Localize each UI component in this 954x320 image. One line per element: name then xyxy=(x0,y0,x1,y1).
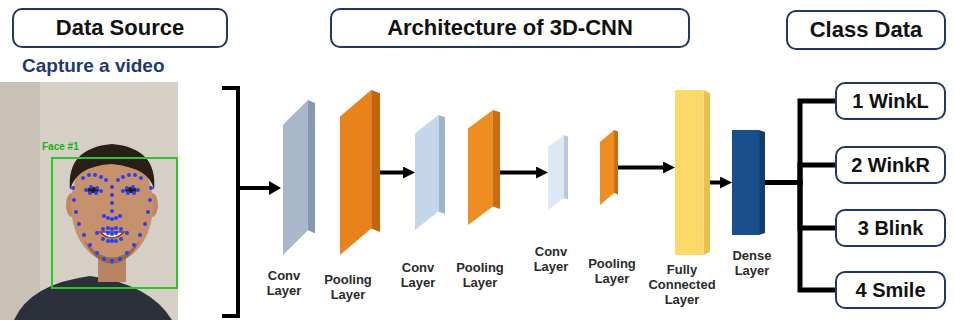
layer-face xyxy=(283,100,308,255)
conv-layer-block: Conv Layer xyxy=(283,100,315,255)
pooling-layer-block: Pooling Layer xyxy=(340,90,380,255)
conv-layer-block: Conv Layer xyxy=(415,115,445,230)
detection-tag: Face #1 xyxy=(42,141,79,152)
layer-side xyxy=(308,100,315,233)
dense-layer-block: Dense Layer xyxy=(732,130,765,235)
section-header-box: Data Source xyxy=(12,8,228,48)
layer-face xyxy=(732,130,759,235)
layer-label: Conv Layer xyxy=(255,268,313,298)
input-bracket xyxy=(222,88,238,316)
layer-face xyxy=(600,130,614,205)
face-detection-box xyxy=(52,158,177,288)
input-arrow-head xyxy=(269,181,281,195)
conv-layer-block: Conv Layer xyxy=(548,135,568,210)
layer-side xyxy=(759,130,765,235)
layer-label: Conv Layer xyxy=(523,244,579,274)
beard xyxy=(84,240,140,264)
layer-face xyxy=(468,110,493,225)
layer-shape xyxy=(340,90,380,255)
flow-arrow xyxy=(500,171,540,175)
flow-arrow xyxy=(380,171,407,175)
class-box: 1 WinkL xyxy=(835,82,946,120)
layer-face xyxy=(340,90,371,255)
flow-arrow xyxy=(618,166,667,170)
class-box: 2 WinkR xyxy=(835,146,946,184)
face-photo xyxy=(0,82,178,320)
section-header-box: Class Data xyxy=(786,10,946,50)
layer-face xyxy=(415,115,438,230)
layer-face xyxy=(548,135,564,210)
photo-ground xyxy=(0,82,178,320)
layer-label: Conv Layer xyxy=(389,260,447,290)
class-bracket-line xyxy=(765,183,835,291)
layer-side xyxy=(493,110,500,209)
pooling-layer-block: Pooling Layer xyxy=(468,110,500,225)
layer-shape xyxy=(675,90,710,255)
hair xyxy=(70,144,155,190)
layer-label: Fully Connected Layer xyxy=(646,262,718,307)
class-label: 4 Smile xyxy=(855,279,925,302)
photo-wall xyxy=(0,82,40,320)
layer-shape xyxy=(732,130,765,235)
class-bracket-line xyxy=(765,101,835,183)
layer-side xyxy=(564,135,568,200)
layer-side xyxy=(438,115,445,214)
layer-face xyxy=(675,90,704,255)
section-header-box: Architecture of 3D-CNN xyxy=(330,8,690,48)
layer-shape xyxy=(600,130,618,205)
landmark-dots xyxy=(71,173,153,263)
layer-label: Pooling Layer xyxy=(450,260,510,290)
class-bracket-line xyxy=(765,165,835,183)
header-label: Data Source xyxy=(56,15,184,41)
class-box: 3 Blink xyxy=(835,209,946,247)
layer-shape xyxy=(468,110,500,225)
layer-label: Pooling Layer xyxy=(318,272,378,302)
class-box: 4 Smile xyxy=(835,271,946,309)
layer-side xyxy=(704,90,710,255)
class-label: 3 Blink xyxy=(858,217,924,240)
header-label: Class Data xyxy=(810,17,923,43)
class-label: 1 WinkL xyxy=(852,90,929,113)
caption-text: Capture a video xyxy=(22,55,165,77)
header-label: Architecture of 3D-CNN xyxy=(387,15,633,41)
class-label: 2 WinkR xyxy=(851,154,930,177)
layer-side xyxy=(371,90,380,232)
layer-label: Dense Layer xyxy=(724,248,780,278)
layer-shape xyxy=(548,135,568,210)
flow-arrow xyxy=(710,181,724,185)
layer-label: Pooling Layer xyxy=(583,256,641,286)
layer-shape xyxy=(283,100,315,255)
fully-connected-block: Fully Connected Layer xyxy=(675,90,710,255)
layer-shape xyxy=(415,115,445,230)
shirt xyxy=(14,276,172,320)
input-arrow-line xyxy=(240,186,271,190)
layer-side xyxy=(614,130,618,195)
pooling-layer-block: Pooling Layer xyxy=(600,130,618,205)
